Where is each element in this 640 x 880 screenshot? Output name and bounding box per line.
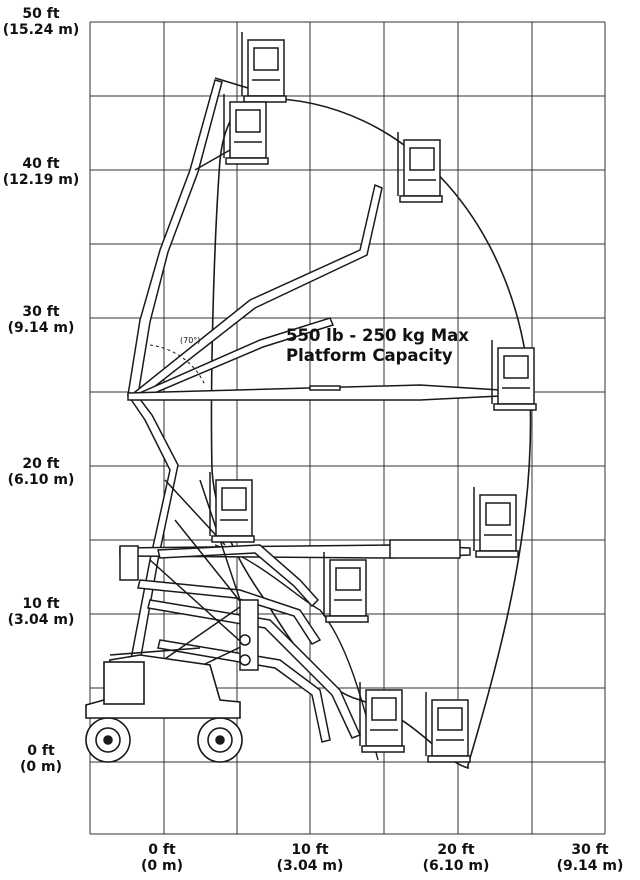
boom-down-3 [137, 579, 322, 645]
platform-basket [425, 692, 471, 763]
boom-down-1 [147, 599, 362, 739]
platform-basket [241, 32, 287, 103]
platforms [209, 32, 537, 763]
boom-diagonal-upper [133, 183, 383, 400]
boom-positions [119, 77, 501, 743]
x-label-10: 10 ft(3.04 m) [276, 842, 344, 874]
working-envelope [210, 97, 532, 770]
capacity-label: 550 lb - 250 kg Max Platform Capacity [286, 326, 469, 366]
platform-basket [397, 132, 443, 203]
y-label-10: 10 ft(3.04 m) [7, 596, 75, 628]
angle-arc [149, 344, 206, 386]
boom-down-2 [157, 639, 331, 743]
platform-basket [223, 94, 269, 165]
x-label-0: 0 ft(0 m) [141, 842, 183, 874]
platform-basket [323, 552, 369, 623]
counterweight [103, 661, 145, 705]
angle-label: (70°) [180, 336, 200, 345]
y-label-50: 50 ft(15.24 m) [2, 6, 80, 38]
chassis [85, 647, 243, 763]
y-label-30: 30 ft(9.14 m) [7, 304, 75, 336]
platform-basket [209, 472, 255, 543]
platform-basket [491, 340, 537, 411]
x-label-30: 30 ft(9.14 m) [556, 842, 624, 874]
boom-vertical-high [127, 79, 223, 396]
y-label-0: 0 ft(0 m) [20, 743, 62, 775]
inner-envelope [214, 544, 379, 761]
boom-mid-arc [157, 544, 320, 608]
capacity-line-1: 550 lb - 250 kg Max [286, 326, 469, 345]
y-label-20: 20 ft(6.10 m) [7, 456, 75, 488]
x-label-20: 20 ft(6.10 m) [422, 842, 490, 874]
capacity-line-2: Platform Capacity [286, 346, 453, 365]
platform-basket [359, 682, 405, 753]
y-label-40: 40 ft(12.19 m) [2, 156, 80, 188]
platform-basket [473, 487, 519, 558]
